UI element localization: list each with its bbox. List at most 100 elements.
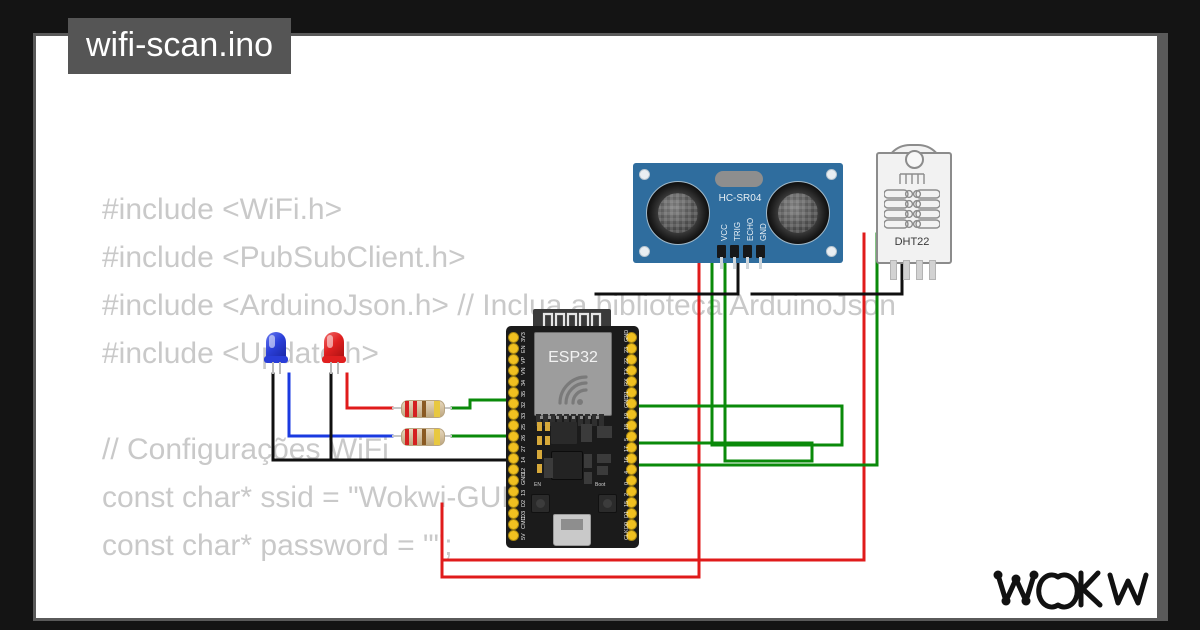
hcsr04-pin-trig[interactable] xyxy=(730,245,739,258)
esp32-pin-label-14: 14 xyxy=(521,456,527,463)
esp32-pin-34[interactable] xyxy=(508,376,519,387)
esp32-pin-label-18: 18 xyxy=(624,423,630,430)
hcsr04-pin-label-vcc: VCC xyxy=(720,224,729,241)
esp32-pin-gnd[interactable] xyxy=(626,332,637,343)
dht22-pin-data[interactable] xyxy=(903,260,910,280)
esp32-pin-21[interactable] xyxy=(626,387,637,398)
esp32-pin-label-clk: CLK xyxy=(624,529,630,540)
esp32-pin-tx[interactable] xyxy=(626,365,637,376)
esp32-pin-25[interactable] xyxy=(508,420,519,431)
led-blue-flange xyxy=(264,356,288,363)
esp32-pin-23[interactable] xyxy=(626,343,637,354)
esp32-pin-32[interactable] xyxy=(508,398,519,409)
hcsr04-mounting-hole xyxy=(826,169,837,180)
code-line-2: #include <PubSubClient.h> xyxy=(102,241,466,274)
esp32-pin-26[interactable] xyxy=(508,431,519,442)
hcsr04-mounting-hole xyxy=(826,246,837,257)
dht22-pin-vcc[interactable] xyxy=(890,260,897,280)
hcsr04-pin-echo[interactable] xyxy=(743,245,752,258)
esp32-pin-16[interactable] xyxy=(626,453,637,464)
led-blue-anode-leg xyxy=(279,362,281,374)
esp32-pin-22[interactable] xyxy=(626,354,637,365)
dht22-pin-nc[interactable] xyxy=(916,260,923,280)
esp32-boot-button[interactable] xyxy=(598,494,617,513)
esp32-pin-label-gnd: GND xyxy=(624,395,630,408)
led-highlight xyxy=(327,335,333,348)
led-blue-cathode-leg xyxy=(272,362,274,374)
resistor-band-3 xyxy=(422,401,426,417)
component-resistor-1[interactable] xyxy=(392,400,452,418)
esp32-pin-0[interactable] xyxy=(626,475,637,486)
esp32-silk-boot: Boot xyxy=(595,482,606,488)
esp32-pin-cmd[interactable] xyxy=(508,519,519,530)
esp32-pin-4[interactable] xyxy=(626,464,637,475)
esp32-pin-vn[interactable] xyxy=(508,365,519,376)
transducer-mesh xyxy=(778,193,818,233)
esp32-pin-label-0: 0 xyxy=(624,481,630,485)
esp32-pin-19[interactable] xyxy=(626,409,637,420)
esp32-pin-label-d1: D1 xyxy=(624,510,630,518)
component-esp32[interactable]: ESP32 xyxy=(506,309,639,548)
esp32-pin-gnd[interactable] xyxy=(508,475,519,486)
esp32-pin-14[interactable] xyxy=(508,453,519,464)
esp32-pin-d3[interactable] xyxy=(508,508,519,519)
hcsr04-mounting-hole xyxy=(639,169,650,180)
component-dht22[interactable]: DHT22 xyxy=(876,144,952,280)
esp32-pin-d0[interactable] xyxy=(626,519,637,530)
resistor-band-tolerance xyxy=(434,401,440,417)
esp32-pin-label-en: EN xyxy=(521,345,527,353)
esp32-usb-port[interactable] xyxy=(553,514,591,546)
resistor-band-2 xyxy=(413,429,417,445)
esp32-pin-5v[interactable] xyxy=(508,530,519,541)
esp32-pin-gnd[interactable] xyxy=(626,398,637,409)
esp32-pin-15[interactable] xyxy=(626,497,637,508)
diagram-canvas[interactable]: #include <WiFi.h>#include <PubSubClient.… xyxy=(36,36,1166,618)
esp32-pin-label-25: 25 xyxy=(521,423,527,430)
esp32-smd-part xyxy=(584,472,592,484)
esp32-pin-rx[interactable] xyxy=(626,376,637,387)
esp32-en-button[interactable] xyxy=(531,494,550,513)
esp32-module-pads xyxy=(536,414,604,426)
esp32-pin-label-27: 27 xyxy=(521,445,527,452)
esp32-pin-label-cmd: CMD xyxy=(521,516,527,529)
hcsr04-pin-gnd[interactable] xyxy=(756,245,765,258)
component-led-blue[interactable] xyxy=(264,332,288,374)
esp32-pin-33[interactable] xyxy=(508,409,519,420)
esp32-pin-17[interactable] xyxy=(626,442,637,453)
esp32-pin-label-2: 2 xyxy=(624,492,630,496)
esp32-pin-12[interactable] xyxy=(508,464,519,475)
esp32-pin-clk[interactable] xyxy=(626,530,637,541)
wokwi-logo xyxy=(993,569,1166,610)
esp32-pin-label-23: 23 xyxy=(624,346,630,353)
esp32-pin-label-5: 5 xyxy=(624,437,630,441)
esp32-pin-5[interactable] xyxy=(626,431,637,442)
esp32-pin-18[interactable] xyxy=(626,420,637,431)
esp32-pin-vp[interactable] xyxy=(508,354,519,365)
component-led-red[interactable] xyxy=(322,332,346,374)
esp32-pin-d1[interactable] xyxy=(626,508,637,519)
hcsr04-lead xyxy=(746,257,749,269)
esp32-pin-27[interactable] xyxy=(508,442,519,453)
file-tab-title[interactable]: wifi-scan.ino xyxy=(68,18,292,74)
esp32-usb-uart-ic xyxy=(551,451,583,480)
resistor-band-1 xyxy=(405,401,409,417)
esp32-pin-en[interactable] xyxy=(508,343,519,354)
dht22-pin-gnd[interactable] xyxy=(929,260,936,280)
esp32-pin-3v3[interactable] xyxy=(508,332,519,343)
vertical-scrollbar[interactable] xyxy=(1157,36,1166,618)
esp32-pin-label-33: 33 xyxy=(521,412,527,419)
esp32-pin-2[interactable] xyxy=(626,486,637,497)
esp32-pin-35[interactable] xyxy=(508,387,519,398)
esp32-pin-d2[interactable] xyxy=(508,497,519,508)
hcsr04-lead xyxy=(759,257,762,269)
hcsr04-mounting-hole xyxy=(639,246,650,257)
esp32-pin-13[interactable] xyxy=(508,486,519,497)
hcsr04-pin-vcc[interactable] xyxy=(717,245,726,258)
component-hcsr04[interactable]: HC-SR04 VCC TRIG ECHO GND xyxy=(633,163,843,269)
esp32-pin-label-15: 15 xyxy=(624,500,630,507)
hcsr04-pin-label-trig: TRIG xyxy=(733,221,742,241)
component-resistor-2[interactable] xyxy=(392,428,452,446)
